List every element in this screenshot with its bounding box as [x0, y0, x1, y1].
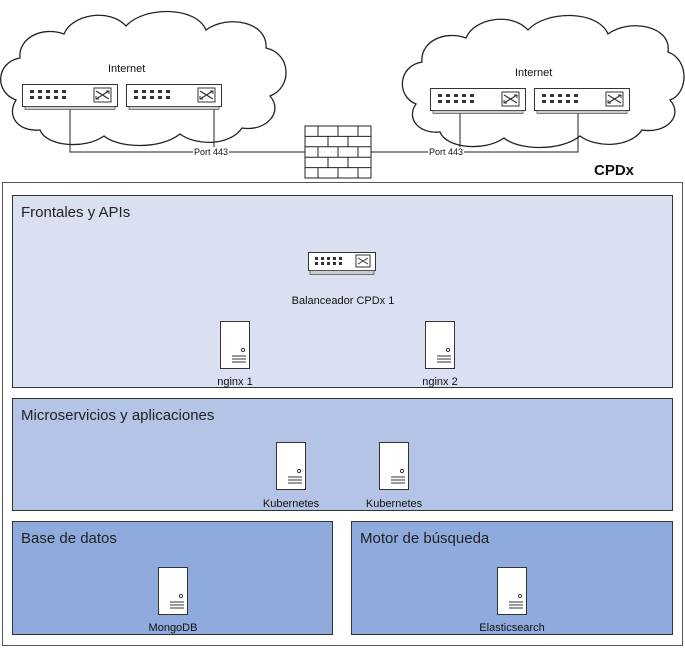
server-label-kubernetes2: Kubernetes [365, 498, 423, 510]
cloud-icon [401, 14, 685, 149]
cloud-icon [0, 10, 287, 147]
server-icon [425, 321, 455, 369]
server-label-nginx1: nginx 1 [217, 376, 253, 388]
network-switch-icon [126, 84, 222, 110]
zone-title: Microservicios y aplicaciones [21, 407, 215, 424]
server-icon [276, 442, 306, 490]
network-switch-icon [534, 88, 630, 114]
cpdx-title: CPDx [594, 162, 635, 179]
balancer-label: Balanceador CPDx 1 [291, 295, 395, 307]
server-icon [497, 567, 527, 615]
server-label-mongodb: MongoDB [148, 622, 198, 634]
server-label-elasticsearch: Elasticsearch [479, 622, 545, 634]
server-icon [158, 567, 188, 615]
network-switch-icon [22, 84, 118, 110]
zone-frontales: Frontales y APIs [12, 195, 673, 388]
zone-title: Base de datos [21, 530, 117, 547]
network-switch-icon [430, 88, 526, 114]
zone-title: Motor de búsqueda [360, 530, 490, 547]
server-icon [379, 442, 409, 490]
port-label-left: Port 443 [193, 147, 230, 157]
zone-microservicios: Microservicios y aplicaciones [12, 398, 673, 511]
server-label-nginx2: nginx 2 [422, 376, 458, 388]
server-label-kubernetes1: Kubernetes [262, 498, 320, 510]
server-icon [220, 321, 250, 369]
internet-label-left: Internet [108, 63, 146, 75]
firewall-icon [304, 125, 372, 179]
load-balancer-icon [308, 252, 376, 275]
port-label-right: Port 443 [428, 147, 465, 157]
zone-title: Frontales y APIs [21, 204, 131, 221]
internet-label-right: Internet [515, 67, 553, 79]
